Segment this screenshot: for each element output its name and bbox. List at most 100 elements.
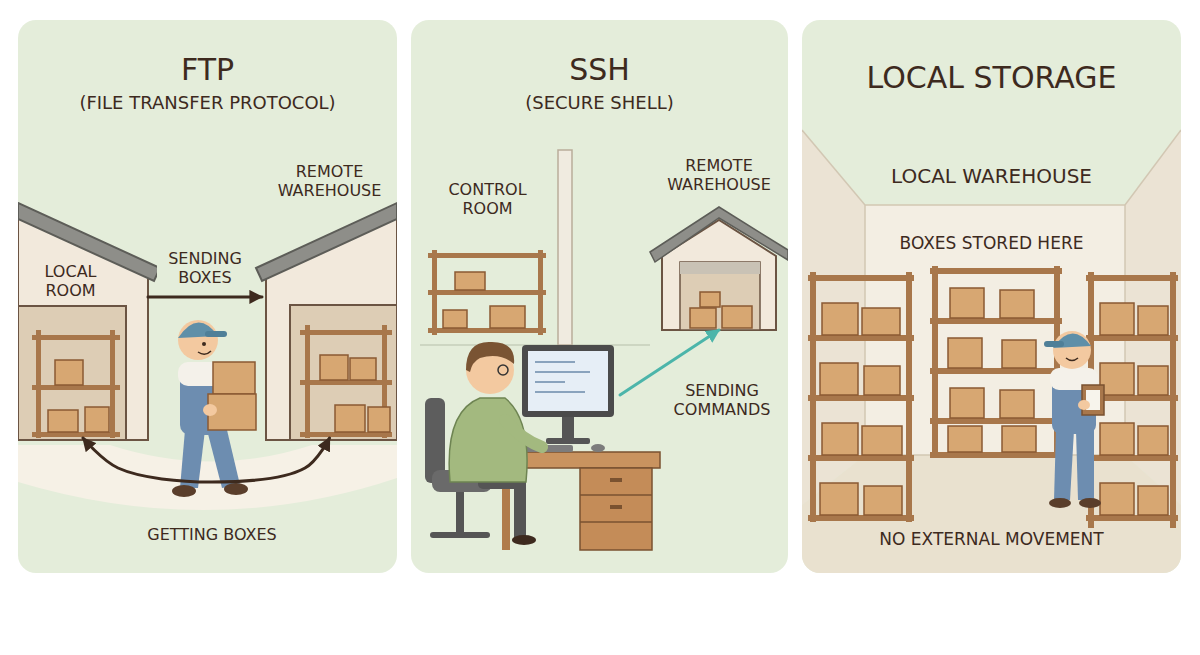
computer-monitor bbox=[562, 417, 574, 439]
storage-shelf bbox=[1138, 426, 1168, 455]
operator-figure bbox=[514, 480, 526, 538]
remote-warehouse-building bbox=[290, 305, 397, 440]
operator-figure bbox=[449, 398, 527, 482]
storage-shelf bbox=[1086, 275, 1178, 281]
storage-shelf bbox=[1000, 390, 1034, 418]
storage-shelf bbox=[1100, 303, 1134, 335]
control-room-shelf bbox=[443, 272, 525, 328]
warehouse-room bbox=[802, 455, 1181, 573]
computer-monitor bbox=[535, 362, 590, 392]
storage-shelf bbox=[1138, 486, 1168, 515]
local-room-building bbox=[18, 218, 148, 440]
remote-warehouse-building bbox=[690, 308, 716, 328]
warehouse-room bbox=[802, 130, 865, 205]
worker-figure bbox=[1054, 430, 1074, 500]
local-room-building bbox=[36, 330, 41, 438]
local-room-building bbox=[32, 335, 120, 340]
remote-warehouse-building bbox=[680, 262, 760, 274]
building-label: LOCAL ROOM bbox=[23, 262, 118, 300]
local-room-building bbox=[32, 330, 120, 438]
panel-subtitle: (FILE TRANSFER PROTOCOL) bbox=[18, 92, 397, 114]
building-node: REMOTE WAREHOUSE bbox=[650, 150, 788, 330]
room-node: CONTROL ROOM bbox=[425, 168, 620, 550]
remote-warehouse-building bbox=[368, 407, 390, 432]
computer-monitor bbox=[546, 438, 590, 444]
worker-figure bbox=[1082, 385, 1104, 415]
storage-shelf bbox=[1086, 515, 1178, 521]
storage-shelf bbox=[808, 272, 914, 522]
remote-warehouse-building bbox=[650, 207, 788, 262]
chair bbox=[456, 492, 464, 532]
storage-shelf bbox=[948, 338, 982, 368]
storage-shelf bbox=[948, 426, 982, 452]
note-label: BOXES STORED HERE bbox=[802, 233, 1181, 253]
control-room-shelf bbox=[490, 306, 525, 328]
remote-warehouse-building bbox=[690, 292, 752, 328]
worker-figure bbox=[1078, 400, 1090, 410]
storage-shelf bbox=[950, 288, 984, 318]
room-label: CONTROL ROOM bbox=[435, 180, 540, 218]
storage-shelf bbox=[1002, 340, 1036, 368]
building-label: REMOTE WAREHOUSE bbox=[650, 156, 788, 194]
control-room-shelf bbox=[428, 250, 546, 335]
edge-label: SENDING BOXES bbox=[157, 248, 253, 288]
storage-shelf bbox=[862, 426, 902, 455]
remote-warehouse-building bbox=[700, 292, 720, 307]
storage-shelf bbox=[864, 486, 902, 515]
panel-ground bbox=[802, 20, 1181, 573]
storage-shelf bbox=[822, 423, 858, 455]
storage-shelf bbox=[808, 395, 914, 401]
worker-figure bbox=[1076, 430, 1094, 500]
worker-figure bbox=[172, 320, 256, 497]
worker-figure bbox=[202, 342, 206, 346]
local-room-building bbox=[18, 306, 126, 440]
computer-monitor bbox=[535, 381, 565, 383]
computer-monitor bbox=[528, 351, 608, 411]
warehouse-room bbox=[802, 130, 1181, 455]
storage-shelf bbox=[1086, 455, 1178, 461]
road bbox=[18, 445, 397, 510]
worker-figure bbox=[1079, 498, 1101, 508]
control-room-shelf bbox=[428, 253, 546, 258]
remote-warehouse-building bbox=[300, 330, 392, 335]
storage-shelf bbox=[930, 268, 1062, 274]
road bbox=[18, 445, 397, 510]
storage-shelf bbox=[950, 388, 984, 418]
desk bbox=[580, 494, 652, 496]
worker-figure bbox=[1044, 331, 1104, 508]
panel-title: FTP bbox=[18, 52, 397, 88]
remote-warehouse-building bbox=[335, 405, 365, 432]
storage-panel: LOCAL STORAGELOCAL WAREHOUSEBOXES STORED… bbox=[802, 20, 1181, 573]
local-room-building bbox=[85, 407, 109, 432]
worker-figure bbox=[205, 331, 227, 337]
remote-warehouse-building bbox=[256, 203, 397, 281]
protocol-panel: SSH(SECURE SHELL)CONTROL ROOMREMOTE WARE… bbox=[411, 20, 788, 573]
worker-figure bbox=[1044, 341, 1064, 347]
storage-shelf bbox=[864, 366, 900, 395]
building-node: REMOTE WAREHOUSE bbox=[262, 158, 397, 438]
storage-shelf bbox=[930, 452, 1062, 458]
computer-monitor bbox=[535, 371, 590, 373]
storage-shelf bbox=[930, 418, 1062, 424]
worker-figure bbox=[1066, 358, 1078, 361]
storage-shelf bbox=[808, 455, 914, 461]
desk bbox=[610, 505, 622, 509]
storage-shelf bbox=[1002, 426, 1036, 452]
operator-figure bbox=[449, 342, 542, 545]
panel-title: SSH bbox=[411, 52, 788, 88]
remote-warehouse-building bbox=[680, 262, 760, 330]
local-room-building bbox=[48, 410, 78, 432]
operator-figure bbox=[512, 535, 536, 545]
remote-warehouse-building bbox=[320, 355, 348, 380]
warehouse-room bbox=[802, 130, 1181, 573]
panel-title: LOCAL STORAGE bbox=[802, 60, 1181, 96]
local-room-building bbox=[110, 330, 115, 438]
storage-shelf bbox=[1086, 272, 1178, 528]
pillar bbox=[558, 150, 572, 345]
storage-shelf bbox=[1100, 423, 1134, 455]
storage-shelf bbox=[808, 275, 914, 281]
desk bbox=[580, 521, 652, 523]
storage-shelf bbox=[820, 363, 858, 395]
edge-label: GETTING BOXES bbox=[97, 524, 327, 545]
